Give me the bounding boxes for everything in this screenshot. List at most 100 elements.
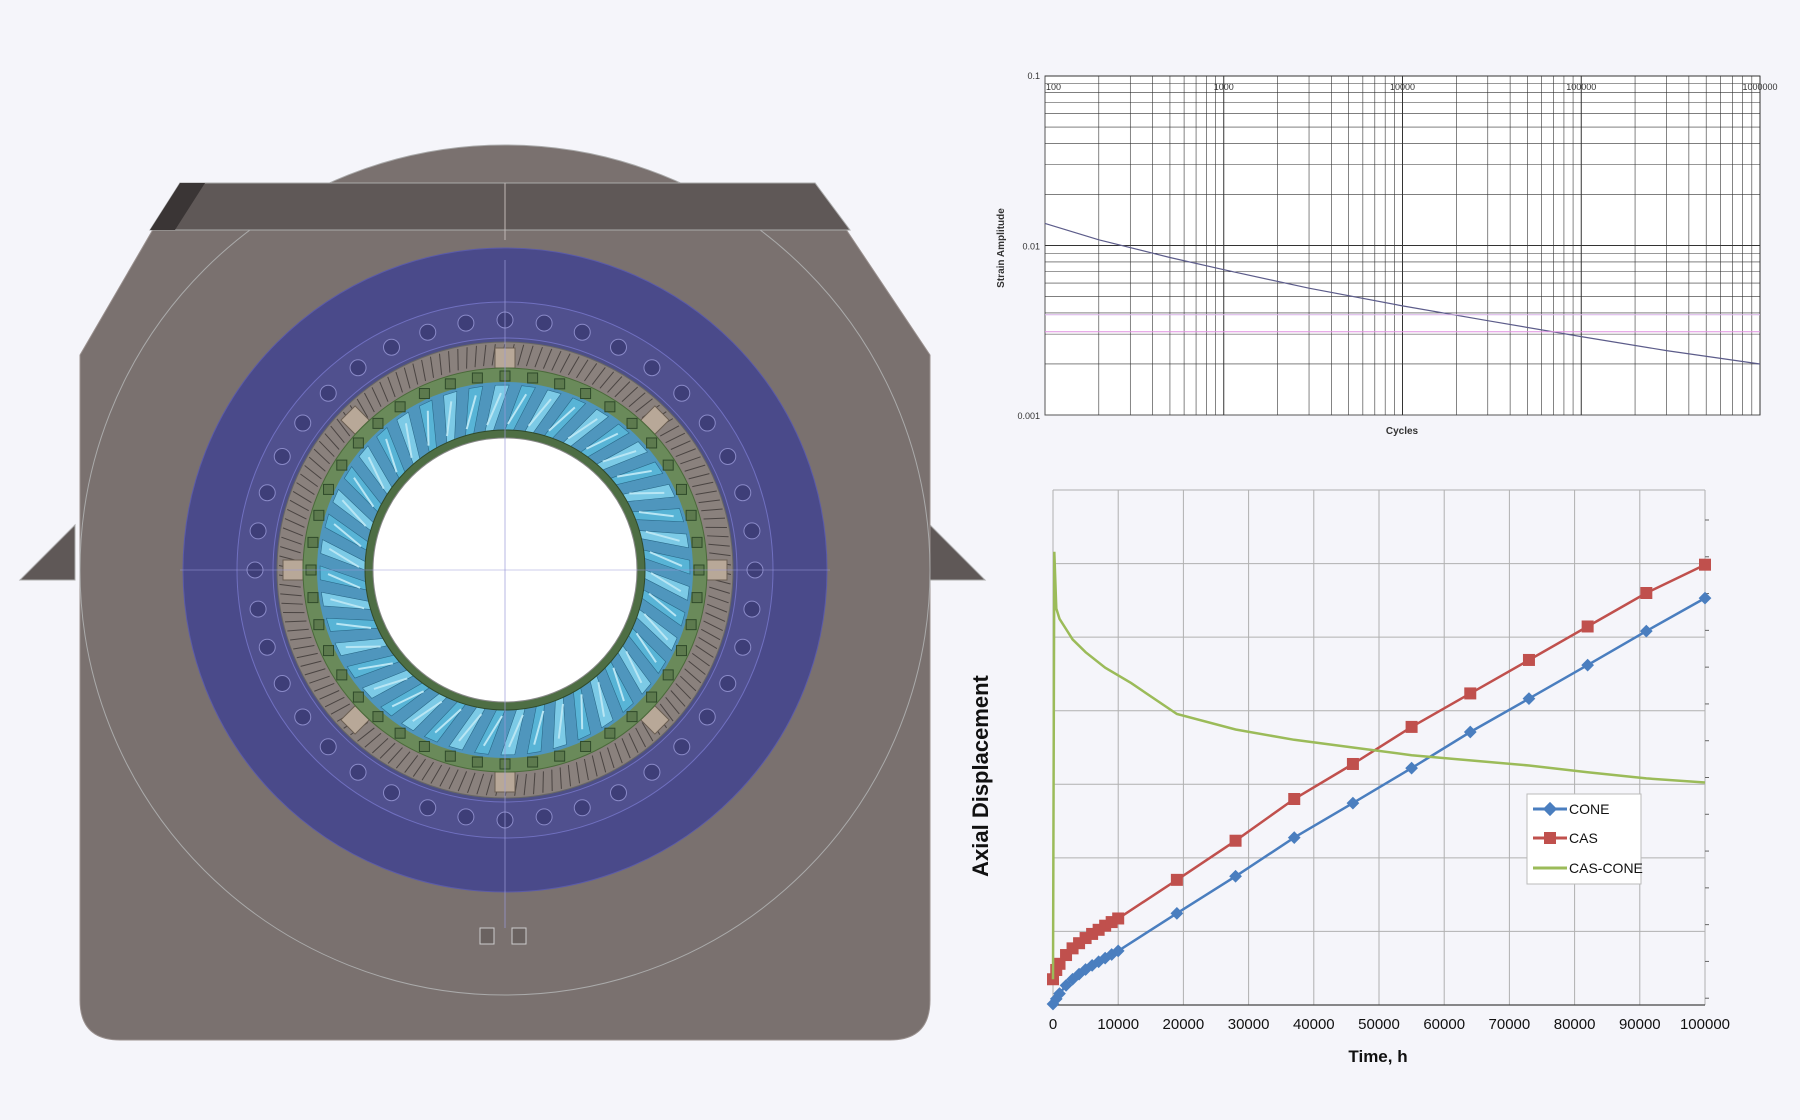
bolt-head [698, 708, 716, 726]
gear-tooth [698, 499, 720, 504]
bolt-head [383, 338, 401, 356]
bolt-head [319, 384, 337, 402]
vane-root-block [527, 372, 539, 384]
cas-data-point [1581, 620, 1594, 633]
gear-tooth [395, 751, 411, 769]
strain-life-y-axis-label: Strain Amplitude [996, 208, 1007, 288]
square-marker-icon-shape [1544, 832, 1556, 844]
cas-data-point [1288, 793, 1301, 805]
bolt-head [273, 674, 291, 692]
vane-root-block [646, 437, 658, 449]
gear-tooth [387, 747, 403, 764]
vane-root-block [307, 536, 319, 548]
gear-tooth [429, 356, 435, 378]
gear-tooth [628, 733, 639, 753]
gear-tooth [525, 345, 534, 367]
gear-tooth [309, 675, 330, 684]
gear-tooth [670, 690, 686, 707]
gear-tooth [614, 381, 631, 398]
gear-tooth [542, 348, 553, 369]
vane-root-block [691, 592, 703, 604]
vane-highlight [580, 694, 584, 730]
bolt-head [719, 448, 737, 466]
gear-tooth [680, 675, 697, 692]
bolt-head [743, 522, 761, 540]
gear-tooth [314, 682, 335, 692]
bolt-head [609, 338, 627, 356]
bolt-head [419, 799, 437, 817]
gear-tooth [659, 703, 674, 722]
gear-tooth [448, 351, 451, 373]
vane-root-block [662, 669, 674, 681]
gear-tooth [284, 518, 305, 528]
gear-tooth [412, 363, 419, 385]
vane-highlight [446, 401, 453, 437]
gear-tooth [281, 536, 302, 545]
gear-tooth [584, 363, 598, 382]
cas-data-point [1405, 720, 1418, 733]
diamond-marker-icon-shape [1542, 801, 1558, 817]
vane-highlight [585, 432, 619, 450]
gear-tooth [635, 727, 646, 748]
vane-root-block [418, 388, 430, 400]
vane-highlight [412, 700, 443, 722]
bolt-head [457, 314, 475, 332]
vane-highlight [548, 406, 576, 432]
vane-root-block [646, 691, 658, 703]
bolt-head [573, 323, 591, 341]
cas-data-point [1640, 587, 1653, 599]
cas-data-point [1346, 757, 1359, 770]
gear-tooth [691, 652, 710, 667]
legend-label-cas-cone: CAS-CONE [1569, 860, 1643, 876]
gear-tooth [379, 742, 396, 759]
y-tick-label: 0.001 [1017, 411, 1040, 421]
vane-root-block [626, 417, 638, 429]
axial-displacement-y-axis-label: Axial Displacement [968, 674, 993, 876]
gear-tooth [534, 346, 543, 368]
strain-life-y-tick-labels: 0.10.010.001 [1017, 71, 1040, 421]
y-tick-label: 0.1 [1027, 71, 1040, 81]
x-tick-label: 90000 [1619, 1016, 1661, 1033]
gear-tooth [412, 758, 426, 777]
gear-tooth [621, 738, 631, 759]
axial-displacement-x-axis-label: Time, h [1348, 1047, 1407, 1066]
vane-highlight [353, 477, 375, 508]
gear-tooth [567, 764, 572, 787]
gear-tooth [692, 481, 714, 488]
gear-tooth [364, 732, 382, 748]
vane-root-block [626, 711, 638, 723]
gear-tooth [701, 508, 723, 512]
gear-tooth [300, 660, 322, 667]
vane-highlight [527, 398, 552, 427]
gear-tooth [300, 473, 319, 488]
x-tick-label: 60000 [1423, 1016, 1465, 1033]
vane-highlight [650, 572, 682, 593]
top-cover-shadow [150, 183, 205, 230]
gear-tooth [628, 392, 646, 408]
bolt-head [673, 738, 691, 756]
gear-tooth [474, 345, 477, 368]
vane-root-block [691, 536, 703, 548]
vane-root-block [444, 750, 456, 762]
bolt-head [258, 484, 276, 502]
vane-highlight [486, 392, 502, 426]
gear-tooth [688, 660, 706, 675]
cas-data-point [1464, 687, 1477, 700]
gear-tooth [285, 620, 307, 623]
gear-tooth [466, 347, 468, 369]
gear-tooth [675, 448, 696, 458]
gear-tooth [318, 440, 335, 457]
gear-tooth [371, 737, 389, 754]
bolt-head [258, 638, 276, 656]
gear-tooth [457, 771, 468, 792]
vane-highlight [328, 547, 360, 568]
gear-tooth [621, 386, 639, 403]
gear-tooth [591, 367, 606, 385]
bolt-head [609, 784, 627, 802]
x-tick-label: 100000 [1680, 1016, 1730, 1033]
gear-tooth [665, 432, 686, 444]
vane-highlight [373, 677, 408, 690]
strain-life-series [1044, 222, 1761, 365]
